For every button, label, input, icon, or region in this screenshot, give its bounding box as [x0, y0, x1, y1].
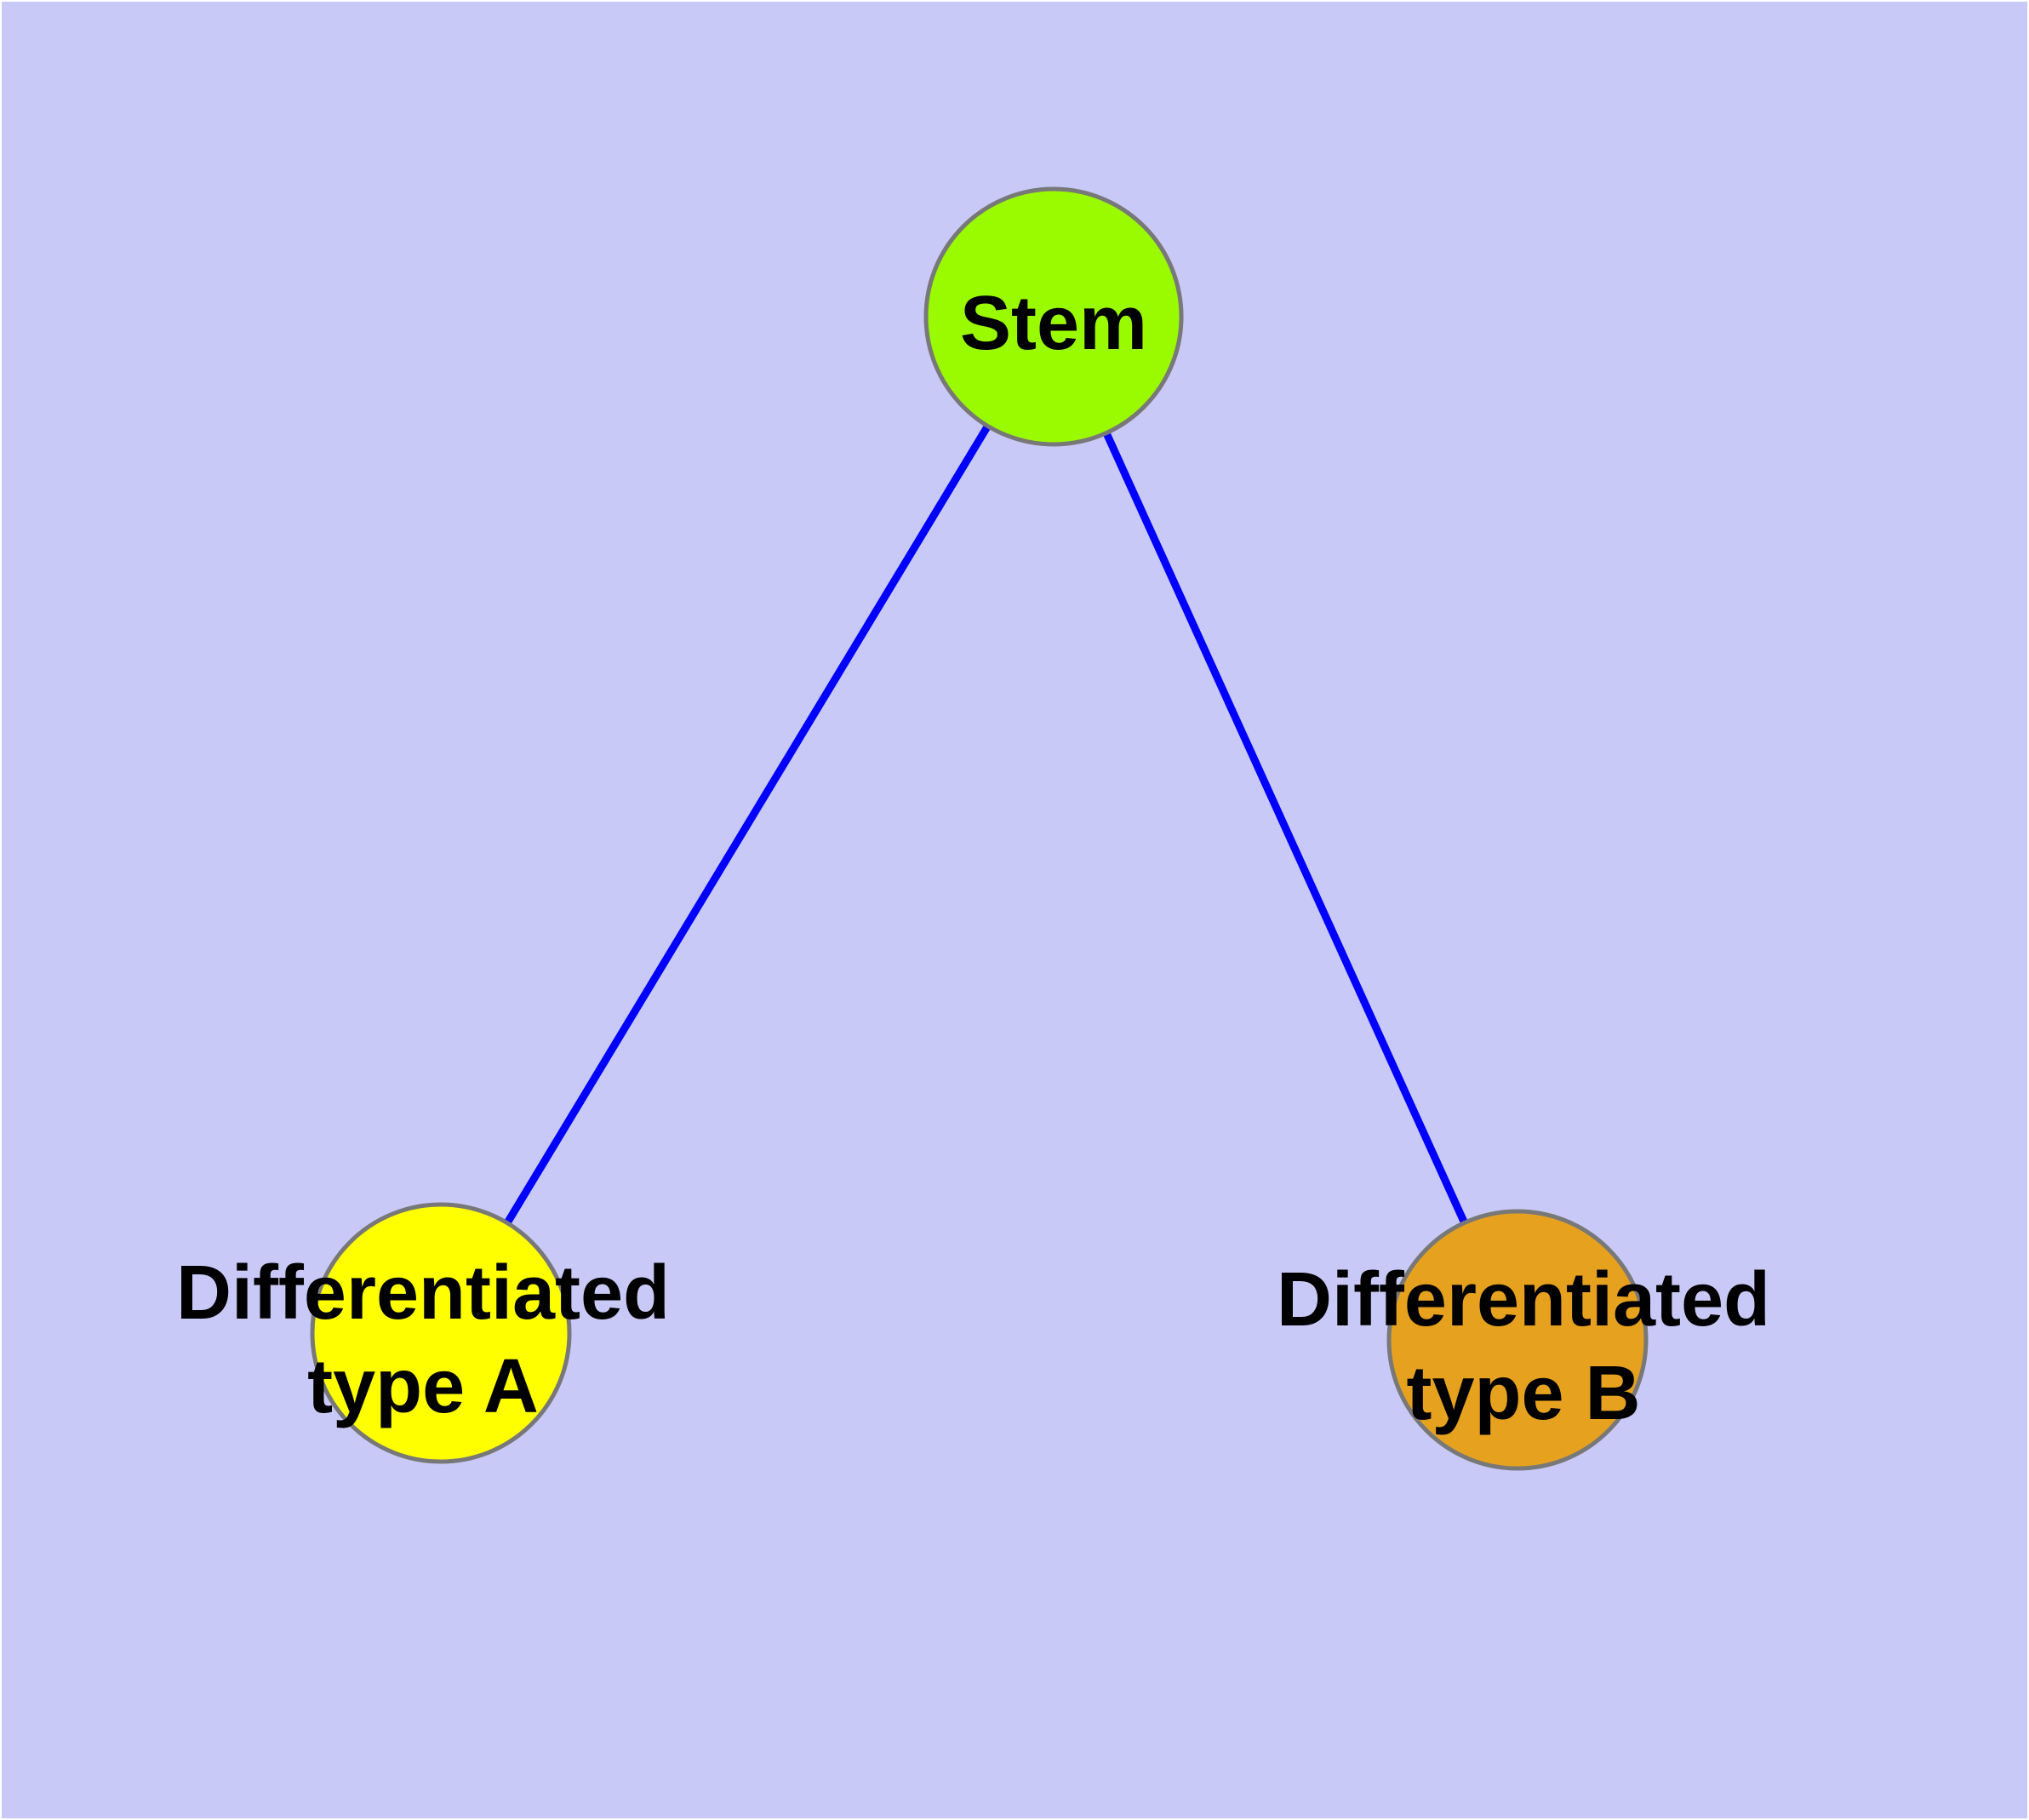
differentiated-type-b-circle — [1386, 1209, 1649, 1471]
differentiated-type-b-label-line-2: type B — [1406, 1351, 1640, 1436]
differentiated-type-a-circle — [310, 1202, 572, 1464]
differentiated-type-a-label-line-2: type A — [307, 1344, 539, 1429]
edge-stem-to-differentiated-type-b — [1049, 315, 1522, 1342]
node-differentiated-type-b: Differentiated type B — [1277, 1209, 1770, 1471]
differentiated-type-b-label: Differentiated type B — [1277, 1257, 1770, 1436]
edges-layer — [437, 314, 1522, 1342]
differentiated-type-b-label-line-1: Differentiated — [1277, 1257, 1770, 1342]
stem-circle — [923, 186, 1184, 447]
node-stem: Stem — [923, 186, 1184, 447]
edge-stem-to-differentiated-type-a — [437, 314, 1057, 1336]
stem-label-line-1: Stem — [960, 281, 1147, 366]
differentiated-type-a-label-line-1: Differentiated — [176, 1251, 670, 1336]
stem-label: Stem — [960, 281, 1147, 366]
